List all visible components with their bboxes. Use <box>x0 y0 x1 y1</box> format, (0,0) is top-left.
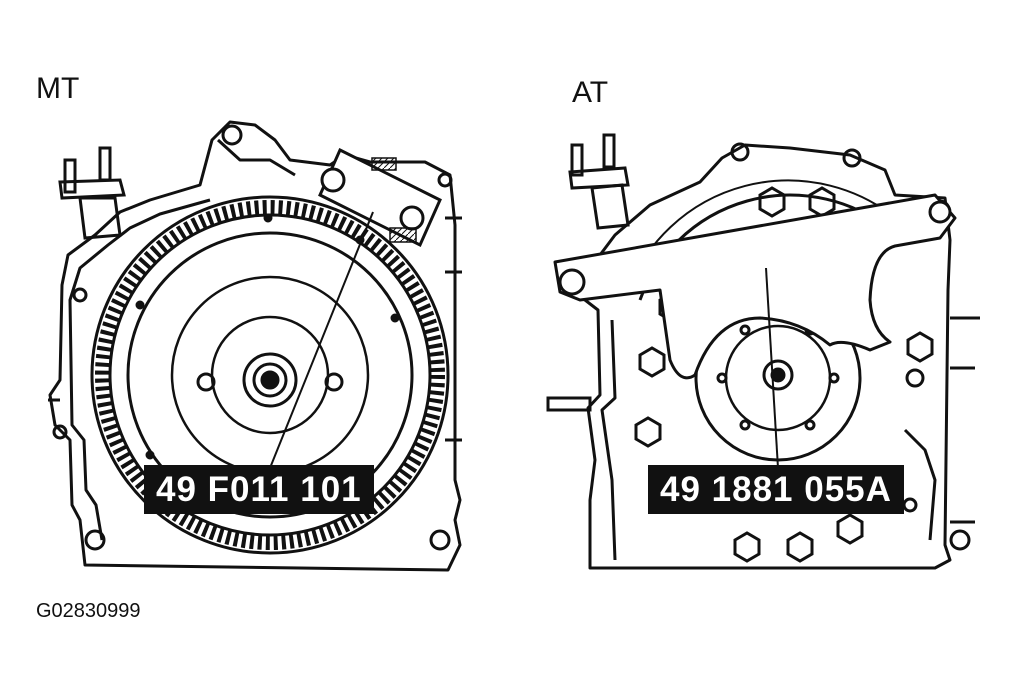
at-bolts <box>546 142 980 551</box>
at-fitting <box>568 133 630 230</box>
mt-bolts <box>48 124 462 551</box>
mt-fitting <box>58 146 126 240</box>
mt-leader-line <box>269 211 374 469</box>
at-label: AT <box>572 76 609 109</box>
figure-id: G02830999 <box>36 600 141 622</box>
mt-tool-number-callout: 49 F011 101 <box>144 465 374 514</box>
at-leader-line <box>765 267 779 469</box>
mt-special-tool <box>318 147 442 248</box>
at-special-tool <box>553 193 957 380</box>
at-hex-bolts <box>634 186 934 563</box>
at-tool-number-callout: 49 1881 055A <box>648 465 904 514</box>
mt-label: MT <box>36 72 80 105</box>
